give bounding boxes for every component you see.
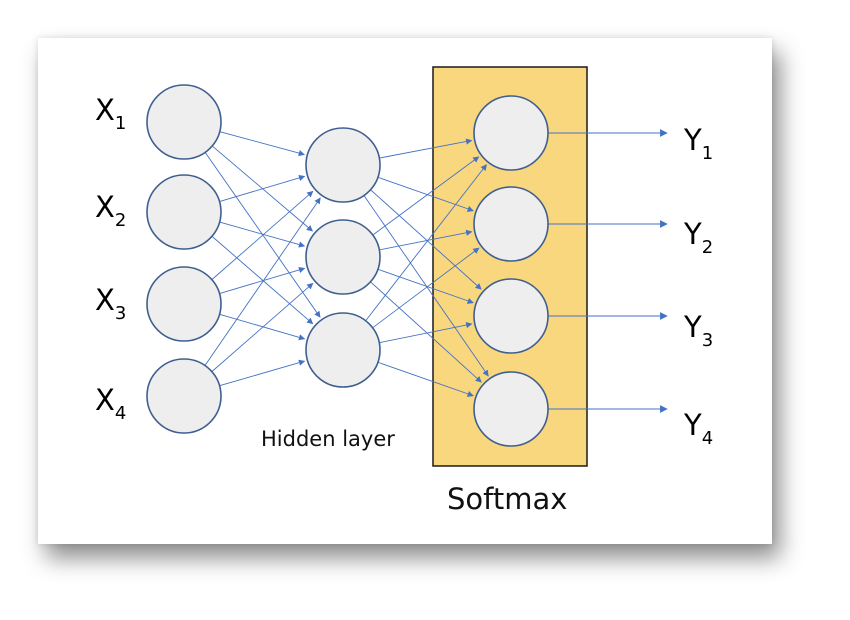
- softmax-node-3: [473, 278, 549, 354]
- input-node-1: [146, 84, 222, 160]
- input-label-sub: 2: [115, 210, 126, 231]
- edge-hidden-softmax: [377, 176, 474, 212]
- output-label-2: Y2: [683, 217, 713, 258]
- input-label-sub: 4: [115, 403, 126, 424]
- input-label-base: X: [95, 383, 115, 417]
- edge-input-hidden: [219, 174, 306, 202]
- input-node-4: [146, 358, 222, 434]
- connection-edges: [204, 129, 668, 413]
- softmax-node-4: [473, 371, 549, 447]
- edge-input-hidden: [219, 131, 305, 157]
- input-label-base: X: [95, 93, 115, 127]
- input-node-2: [146, 174, 222, 250]
- softmax-label: Softmax: [447, 482, 567, 516]
- hidden-node-2: [305, 219, 381, 295]
- output-label-4: Y4: [683, 408, 713, 449]
- output-label-sub: 3: [702, 330, 713, 351]
- output-label-sub: 4: [702, 428, 713, 449]
- network-nodes: [146, 84, 549, 447]
- edge-input-hidden: [219, 221, 306, 248]
- edge-hidden-softmax: [377, 361, 474, 397]
- output-label-base: Y: [683, 217, 702, 251]
- edge-hidden-softmax: [379, 229, 473, 251]
- edge-hidden-softmax: [365, 164, 487, 322]
- edge-input-hidden: [211, 282, 314, 372]
- input-label-2: X2: [95, 190, 126, 231]
- input-node-3: [146, 266, 222, 342]
- input-label-base: X: [95, 283, 115, 317]
- output-label-1: Y1: [683, 123, 713, 164]
- output-label-sub: 1: [702, 143, 713, 164]
- edge-input-hidden: [219, 313, 306, 341]
- output-label-3: Y3: [683, 310, 713, 351]
- hidden-node-1: [305, 127, 381, 203]
- hidden-layer-label: Hidden layer: [261, 427, 395, 451]
- input-label-1: X1: [95, 93, 126, 134]
- edge-input-hidden: [204, 197, 321, 366]
- hidden-node-3: [305, 312, 381, 388]
- input-label-sub: 1: [115, 113, 126, 134]
- edge-hidden-softmax: [370, 189, 482, 290]
- edge-input-hidden: [211, 190, 314, 280]
- output-label-base: Y: [683, 123, 702, 157]
- softmax-node-1: [473, 95, 549, 171]
- edge-hidden-softmax: [370, 281, 482, 383]
- softmax-node-2: [473, 186, 549, 262]
- edge-input-hidden: [211, 235, 314, 325]
- edge-input-hidden: [219, 266, 306, 294]
- input-label-3: X3: [95, 283, 126, 324]
- input-label-sub: 3: [115, 303, 126, 324]
- output-label-base: Y: [683, 408, 702, 442]
- edge-hidden-softmax: [379, 138, 473, 159]
- input-label-4: X4: [95, 383, 126, 424]
- edge-hidden-softmax: [379, 321, 473, 344]
- edge-hidden-softmax: [372, 156, 480, 236]
- edge-hidden-softmax: [377, 268, 474, 304]
- input-label-base: X: [95, 190, 115, 224]
- output-label-sub: 2: [702, 237, 713, 258]
- edge-input-hidden: [219, 359, 306, 387]
- edge-hidden-softmax: [372, 247, 480, 329]
- output-label-base: Y: [683, 310, 702, 344]
